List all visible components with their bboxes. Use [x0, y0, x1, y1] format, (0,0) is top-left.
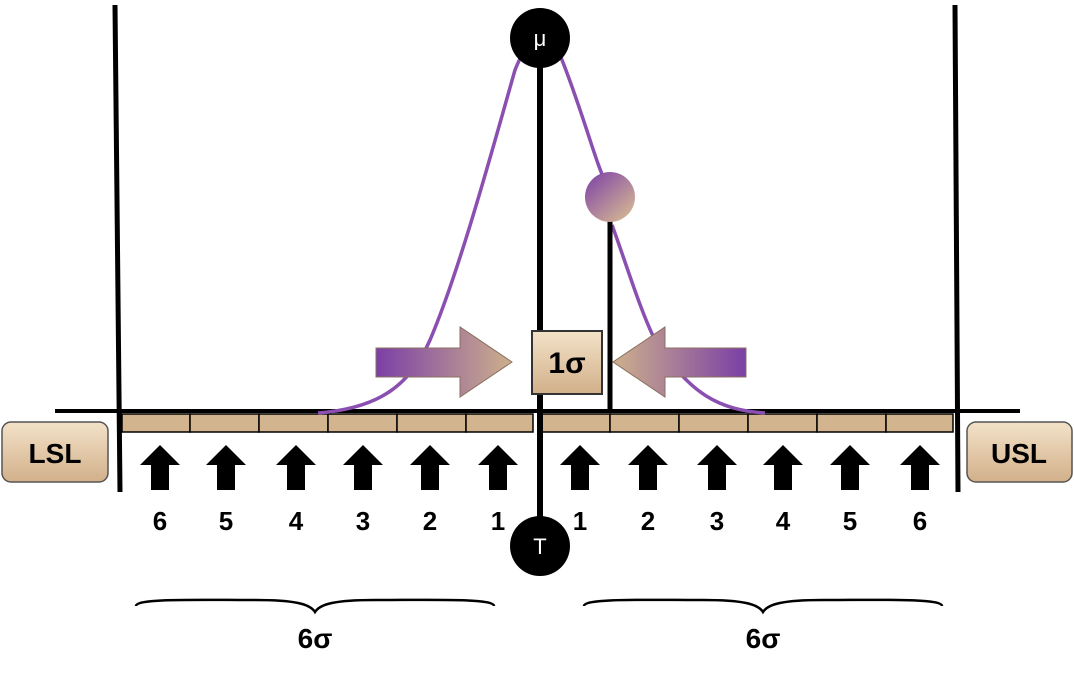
right-arrow-icon: [375, 326, 513, 398]
lsl-limit-line: [112, 4, 123, 493]
up-arrow-icon: [628, 445, 668, 490]
up-arrow-icon: [697, 445, 737, 490]
up-arrow-icon: [140, 445, 180, 490]
right-brace: [582, 598, 944, 615]
up-arrow-icon: [830, 445, 870, 490]
right-tick-label: 4: [776, 506, 791, 536]
mu-label: μ: [534, 26, 547, 51]
up-arrow-icon: [206, 445, 246, 490]
one-sigma-box: 1σ: [531, 330, 603, 395]
left-tick-label: 2: [423, 506, 437, 536]
right-tick-label: 3: [710, 506, 724, 536]
left-tick-label: 1: [491, 506, 505, 536]
shifted-mean-ball: [585, 172, 635, 222]
target-label: T: [533, 534, 546, 559]
left-tick-label: 6: [153, 506, 167, 536]
right-tick-label: 2: [641, 506, 655, 536]
left-brace: [134, 598, 496, 615]
usl-label: USL: [991, 438, 1047, 469]
usl-limit-line: [952, 4, 961, 493]
up-arrow-icon: [478, 445, 518, 490]
one-sigma-label: 1σ: [548, 347, 585, 380]
left-tick-label: 3: [356, 506, 370, 536]
scale-bar-right: [541, 413, 954, 433]
target-marker: T: [510, 516, 570, 576]
right-tick-label: 6: [913, 506, 927, 536]
left-tick-label: 5: [219, 506, 233, 536]
left-arrow-icon: [612, 326, 747, 398]
lsl-badge: LSL: [1, 421, 109, 483]
scale-bar-left: [121, 413, 534, 433]
right-span-label: 6σ: [746, 623, 781, 654]
right-tick-label: 1: [573, 506, 587, 536]
left-tick-label: 4: [289, 506, 304, 536]
up-arrow-icon: [763, 445, 803, 490]
usl-badge: USL: [966, 421, 1073, 483]
up-arrow-icon: [276, 445, 316, 490]
up-arrow-icon: [343, 445, 383, 490]
left-span-label: 6σ: [298, 623, 333, 654]
sigma-ticks: 6 5 4 3 2 1 1 2 3 4 5 6: [140, 445, 940, 536]
up-arrow-icon: [410, 445, 450, 490]
right-tick-label: 5: [843, 506, 857, 536]
up-arrow-icon: [900, 445, 940, 490]
up-arrow-icon: [560, 445, 600, 490]
lsl-label: LSL: [29, 438, 82, 469]
mu-marker: μ: [510, 8, 570, 68]
